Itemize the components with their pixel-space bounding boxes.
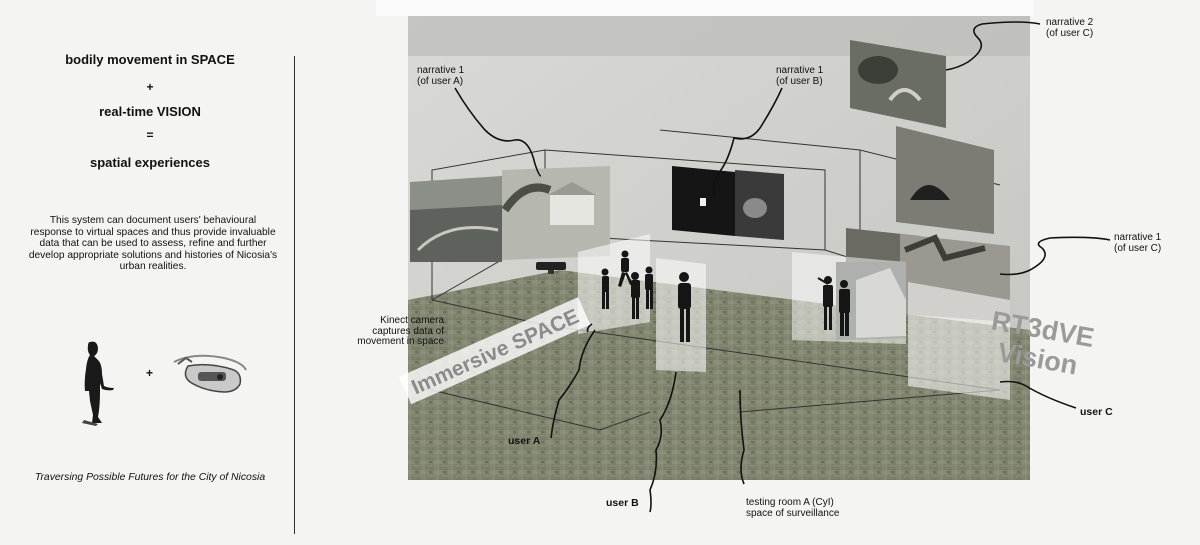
left-panel: bodily movement in SPACE + real-time VIS… <box>0 0 296 545</box>
project-caption: Traversing Possible Futures for the City… <box>34 472 266 483</box>
formula-plus: + <box>146 80 154 94</box>
photo-left-houses <box>501 166 610 260</box>
kinect-camera-icon <box>536 262 566 274</box>
photo-top-right-ruins <box>850 40 946 128</box>
vertical-divider <box>294 56 295 534</box>
formula-line-movement: bodily movement in SPACE <box>65 52 235 67</box>
photo-right-arch <box>896 126 994 234</box>
vr-goggles-icon <box>173 354 247 393</box>
formula-equals: = <box>146 128 154 142</box>
equipment-plus: + <box>146 366 154 380</box>
photo-left-wide <box>410 176 504 262</box>
label-narrative2-user-c: narrative 2 (of user C) <box>1046 17 1094 39</box>
label-narrative1-user-c: narrative 1 (of user C) <box>1114 232 1162 254</box>
description-text: This system can document users' behaviou… <box>28 215 278 272</box>
label-user-b: user B <box>606 497 639 509</box>
photo-center-tunnel <box>672 166 784 240</box>
label-testing-room: testing room A (CyI) space of surveillan… <box>746 497 840 519</box>
top-strip <box>376 0 1034 16</box>
annotation-leaders <box>454 21 1111 513</box>
label-user-c: user C <box>1080 406 1113 418</box>
silhouettes <box>601 250 850 342</box>
label-kinect-camera: Kinect camera captures data of movement … <box>357 315 444 347</box>
label-narrative-user-a: narrative 1 (of user A) <box>417 65 465 87</box>
label-user-a: user A <box>508 435 541 447</box>
formula-line-vision: real-time VISION <box>99 104 201 119</box>
person-silhouette-icon <box>82 341 114 426</box>
formula-line-experiences: spatial experiences <box>90 155 210 170</box>
label-narrative-user-b: narrative 1 (of user B) <box>776 65 824 87</box>
